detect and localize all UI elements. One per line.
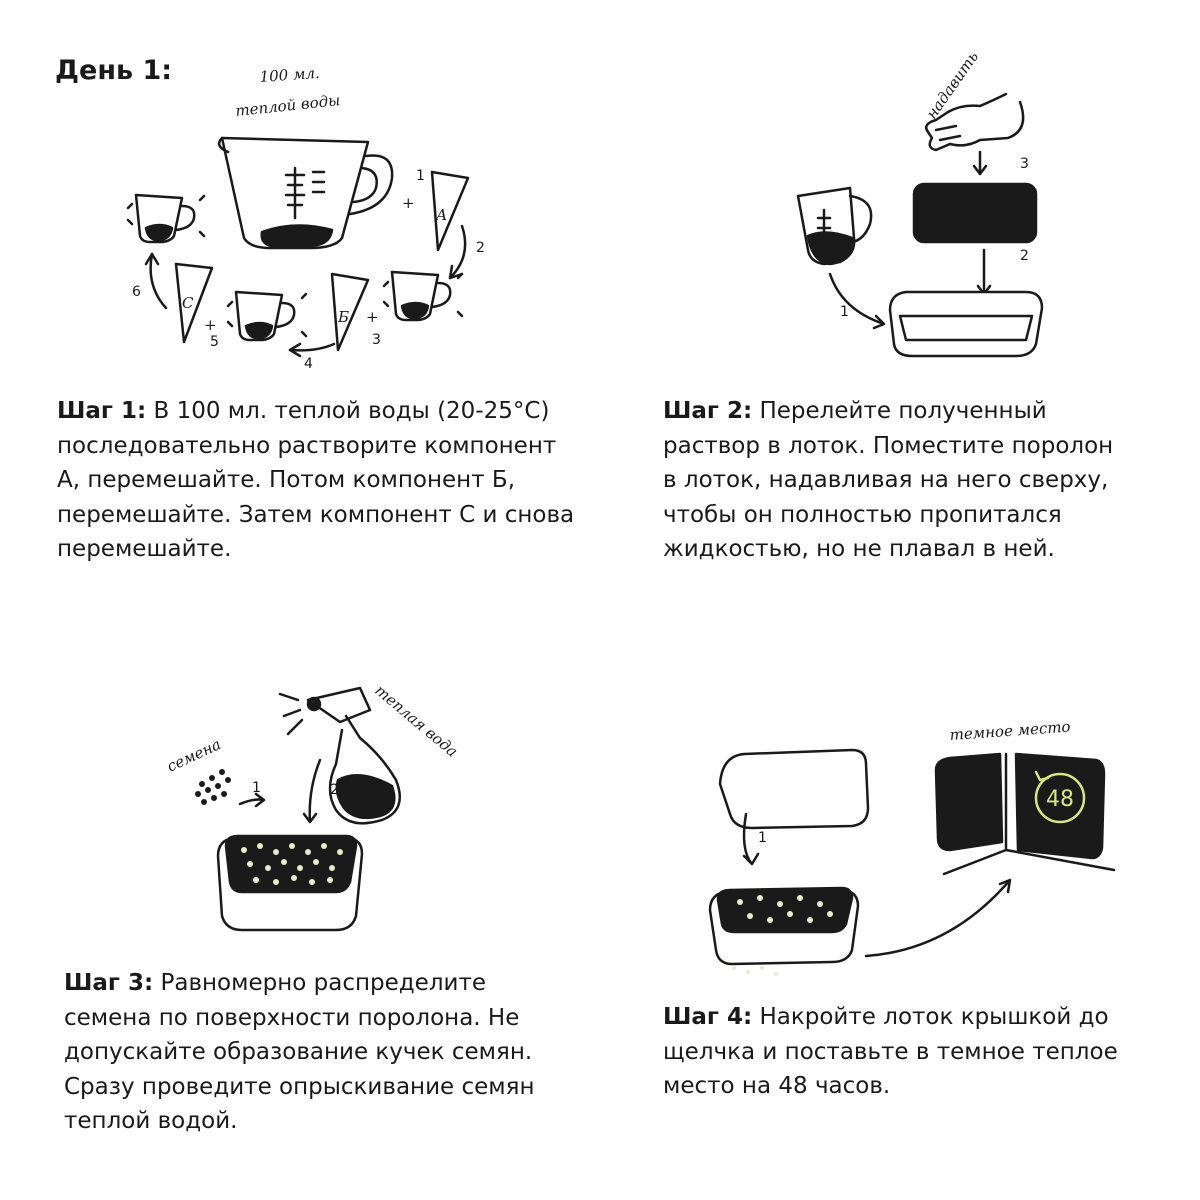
step1-description: Шаг 1: В 100 мл. теплой воды (20-25°С) п… bbox=[57, 394, 577, 567]
day-title: День 1: bbox=[55, 55, 173, 86]
plus-sign: + bbox=[366, 308, 379, 326]
pressing-hand-icon bbox=[925, 92, 1025, 152]
step-number: 5 bbox=[210, 334, 219, 350]
seeds-icon bbox=[195, 769, 231, 805]
warm-water-label: теплой воды bbox=[235, 91, 342, 120]
step1-text: В 100 мл. теплой воды (20-25°С) последов… bbox=[57, 398, 575, 562]
dark-cabinet-icon bbox=[934, 752, 1116, 876]
step3-description: Шаг 3: Равномерно распределите семена по… bbox=[64, 966, 564, 1139]
step2-label: Шаг 2: bbox=[663, 398, 753, 424]
component-b-letter: Б bbox=[337, 308, 349, 326]
plus-sign: + bbox=[402, 194, 415, 212]
arrow-to-dark-place-icon bbox=[864, 878, 1012, 958]
small-jug-step2-icon bbox=[382, 270, 464, 322]
step-number: 6 bbox=[132, 284, 141, 300]
plus-sign: + bbox=[204, 316, 217, 334]
step2-text: Перелейте полученный раствор в лоток. По… bbox=[663, 398, 1114, 562]
step-number: 3 bbox=[1020, 156, 1029, 172]
step2-illustration: надавить 3 2 1 bbox=[796, 48, 1044, 358]
component-c-cone-icon bbox=[174, 262, 214, 344]
step2-description: Шаг 2: Перелейте полученный раствор в ло… bbox=[663, 394, 1133, 567]
dark-place-label: темное место bbox=[949, 718, 1071, 744]
step4-illustration: темное место 48 1 bbox=[708, 718, 1116, 976]
tray-icon bbox=[888, 290, 1044, 358]
arrow-step2-icon bbox=[448, 224, 467, 280]
arrow-press-icon bbox=[972, 150, 988, 176]
tray-with-seeds-icon bbox=[216, 834, 364, 932]
arrow-seeds-icon bbox=[238, 792, 266, 808]
step-number: 1 bbox=[758, 830, 767, 846]
component-a-letter: А bbox=[435, 206, 447, 224]
component-c-letter: С bbox=[182, 294, 194, 312]
step4-description: Шаг 4: Накройте лоток крышкой до щелчка … bbox=[663, 1000, 1133, 1104]
lid-icon bbox=[718, 748, 870, 830]
pouring-jug-icon bbox=[796, 186, 873, 266]
timer-icon bbox=[1034, 770, 1086, 824]
timer-hours-label: 48 bbox=[1046, 787, 1074, 812]
step1-label: Шаг 1: bbox=[57, 398, 147, 424]
closed-tray-icon bbox=[708, 886, 860, 966]
step-number: 2 bbox=[330, 782, 339, 798]
step-number: 1 bbox=[416, 168, 425, 184]
step-number: 3 bbox=[372, 332, 381, 348]
step3-label: Шаг 3: bbox=[64, 970, 154, 996]
warm-water-spray-label: теплая вода bbox=[371, 681, 461, 760]
step4-label: Шаг 4: bbox=[663, 1004, 753, 1030]
small-jug-step4-icon bbox=[226, 290, 308, 342]
large-measuring-jug-icon bbox=[217, 136, 394, 250]
arrow-spray-icon bbox=[302, 758, 322, 824]
foam-sponge-icon bbox=[912, 182, 1038, 244]
arrow-foam-down-icon bbox=[976, 248, 992, 296]
step1-illustration: 100 мл. теплой воды А Б С + + + 1 2 3 4 … bbox=[126, 64, 485, 372]
arrow-lid-down-icon bbox=[742, 812, 760, 866]
arrow-step4-icon bbox=[288, 342, 336, 352]
seeds-label: семена bbox=[164, 735, 224, 776]
tray-seed-dots-icon bbox=[732, 895, 833, 976]
step-number: 1 bbox=[252, 780, 261, 796]
component-b-cone-icon bbox=[330, 272, 370, 352]
step3-text: Равномерно распределите семена по поверх… bbox=[64, 970, 535, 1134]
step4-text: Накройте лоток крышкой до щелчка и поста… bbox=[663, 1004, 1118, 1099]
step3-illustration: семена теплая вода 1 2 bbox=[164, 681, 461, 932]
arrow-pour-icon bbox=[828, 272, 886, 330]
arrow-step6-icon bbox=[149, 252, 168, 310]
component-a-cone-icon bbox=[430, 170, 470, 252]
step-number: 4 bbox=[304, 356, 313, 372]
spray-bottle-icon bbox=[278, 686, 401, 825]
step-number: 2 bbox=[1020, 248, 1029, 264]
seed-dots-icon bbox=[241, 843, 343, 885]
step-number: 2 bbox=[476, 240, 485, 256]
water-amount-label: 100 мл. bbox=[259, 64, 320, 86]
small-jug-step6-icon bbox=[126, 193, 206, 244]
step-number: 1 bbox=[840, 304, 849, 320]
